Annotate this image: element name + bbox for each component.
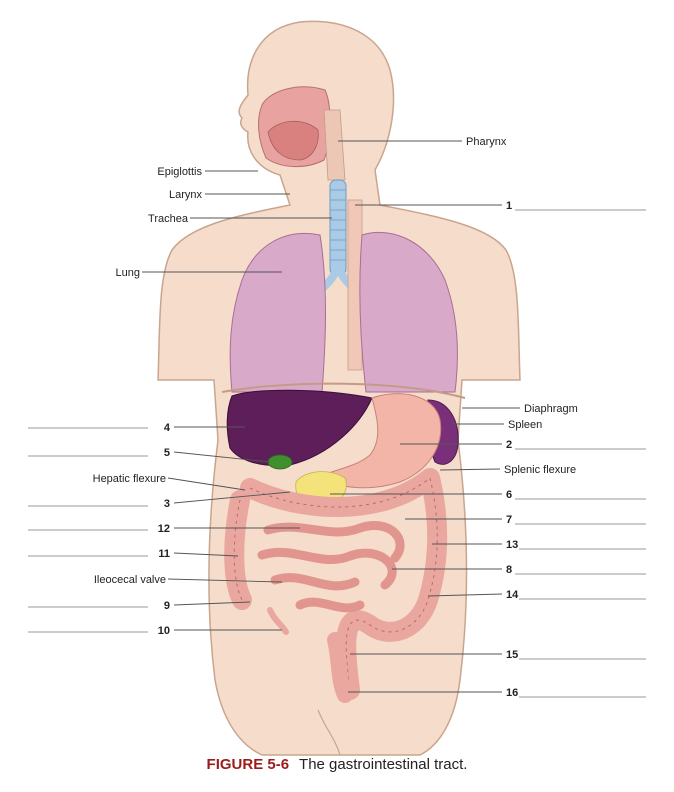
num-16: 16 (506, 687, 518, 699)
diaphragm-line (221, 382, 466, 399)
num-10: 10 (158, 625, 170, 637)
num-12: 12 (158, 523, 170, 535)
num-5: 5 (164, 447, 170, 459)
left-lung (229, 233, 326, 393)
figure-title: The gastrointestinal tract. (299, 756, 468, 773)
figure-number: FIGURE 5-6 (206, 756, 290, 773)
label-epiglottis: Epiglottis (157, 166, 202, 178)
label-pharynx: Pharynx (466, 136, 507, 148)
num-9: 9 (164, 600, 170, 612)
num-11: 11 (158, 548, 170, 560)
label-lung: Lung (116, 267, 140, 279)
label-hepatic-flexure: Hepatic flexure (93, 473, 166, 485)
leg-split (317, 709, 341, 756)
label-diaphragm: Diaphragm (524, 403, 578, 415)
label-spleen: Spleen (508, 419, 542, 431)
num-6: 6 (506, 489, 512, 501)
rectum (327, 632, 353, 703)
small-intestine (257, 521, 405, 613)
num-8: 8 (506, 564, 512, 576)
gallbladder (267, 454, 293, 470)
liver (226, 389, 373, 467)
num-15: 15 (506, 649, 518, 661)
num-3: 3 (164, 498, 170, 510)
right-lung (359, 231, 458, 393)
tongue (267, 120, 319, 161)
figure-caption: FIGURE 5-6 The gastrointestinal tract. (0, 756, 674, 773)
pharynx-tube (323, 109, 346, 181)
label-splenic-flexure: Splenic flexure (504, 464, 576, 476)
label-ileocecal-valve: Ileocecal valve (94, 574, 166, 586)
label-trachea: Trachea (148, 213, 189, 225)
colon-outline (233, 477, 438, 691)
num-7: 7 (506, 514, 512, 526)
num-2: 2 (506, 439, 512, 451)
num-14: 14 (506, 589, 519, 601)
stomach (316, 393, 442, 489)
num-4: 4 (164, 422, 171, 434)
label-larynx: Larynx (169, 189, 203, 201)
num-13: 13 (506, 539, 518, 551)
appendix (267, 607, 289, 635)
num-1: 1 (506, 200, 512, 212)
